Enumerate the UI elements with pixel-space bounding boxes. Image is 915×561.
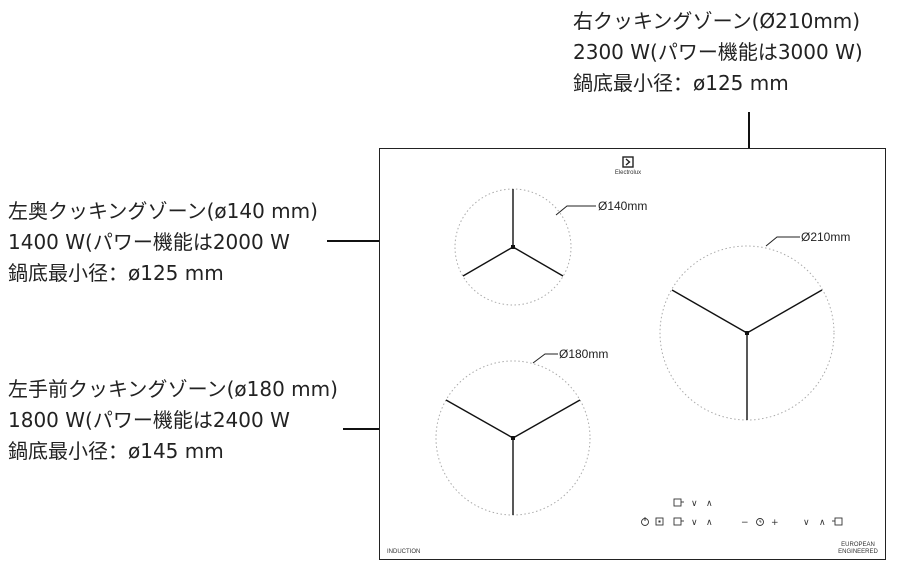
zone-right [659, 236, 835, 421]
callout-right-min-diameter: 鍋底最小径：ø125 mm [573, 71, 789, 95]
back-left-up-button[interactable]: ∧ [706, 499, 713, 509]
callout-back-left-zone: 左奥クッキングゾーン(ø140 mm) 1400 W(パワー機能は2000 W … [8, 196, 318, 289]
callout-right-zone: 右クッキングゾーン(Ø210mm) 2300 W(パワー機能は3000 W) 鍋… [573, 6, 863, 99]
zone-front-left-label: Ø180mm [559, 347, 608, 361]
electrolux-logo-icon [622, 156, 634, 168]
zone-front-left [435, 353, 591, 516]
induction-mark: INDUCTION [387, 549, 420, 555]
clock-icon [756, 518, 764, 526]
callout-back-left-min-diameter: 鍋底最小径：ø125 mm [8, 261, 224, 285]
callout-right-title: 右クッキングゾーン(Ø210mm) [573, 9, 861, 33]
brand-name: Electrolux [615, 170, 641, 176]
callout-right-power: 2300 W(パワー機能は3000 W) [573, 40, 863, 64]
control-panel: ∨ ∧ ∨ ∧ − + ∨ ∧ [641, 498, 843, 528]
timer-minus-button[interactable]: − [741, 518, 749, 528]
european-engineered-mark-line2: ENGINEERED [838, 549, 878, 555]
front-left-up-button[interactable]: ∧ [706, 518, 713, 528]
cooktop-diagram: Electrolux Ø140mm Ø210mm Ø180 [387, 156, 878, 555]
callout-back-left-power: 1400 W(パワー機能は2000 W [8, 230, 290, 254]
zone-select-icon[interactable] [832, 517, 843, 526]
power-icon[interactable] [641, 517, 649, 526]
front-left-down-button[interactable]: ∨ [691, 518, 698, 528]
zone-select-icon[interactable] [673, 498, 684, 507]
cooktop-panel: Electrolux Ø140mm Ø210mm Ø180 [379, 148, 886, 560]
zone-right-label: Ø210mm [801, 230, 850, 244]
callout-front-left-zone: 左手前クッキングゾーン(ø180 mm) 1800 W(パワー機能は2400 W… [8, 374, 338, 467]
callout-front-left-power: 1800 W(パワー機能は2400 W [8, 408, 290, 432]
zone-select-icon[interactable] [673, 517, 684, 526]
back-left-down-button[interactable]: ∨ [691, 499, 698, 509]
right-down-button[interactable]: ∨ [803, 518, 810, 528]
timer-plus-button[interactable]: + [771, 518, 779, 528]
lock-icon[interactable] [655, 517, 664, 526]
callout-front-left-title: 左手前クッキングゾーン(ø180 mm) [8, 377, 338, 401]
callout-back-left-title: 左奥クッキングゾーン(ø140 mm) [8, 199, 318, 223]
zone-back-left [454, 188, 596, 306]
zone-back-left-label: Ø140mm [598, 199, 647, 213]
european-engineered-mark-line1: EUROPEAN [841, 542, 875, 548]
right-up-button[interactable]: ∧ [819, 518, 826, 528]
callout-front-left-min-diameter: 鍋底最小径：ø145 mm [8, 439, 224, 463]
